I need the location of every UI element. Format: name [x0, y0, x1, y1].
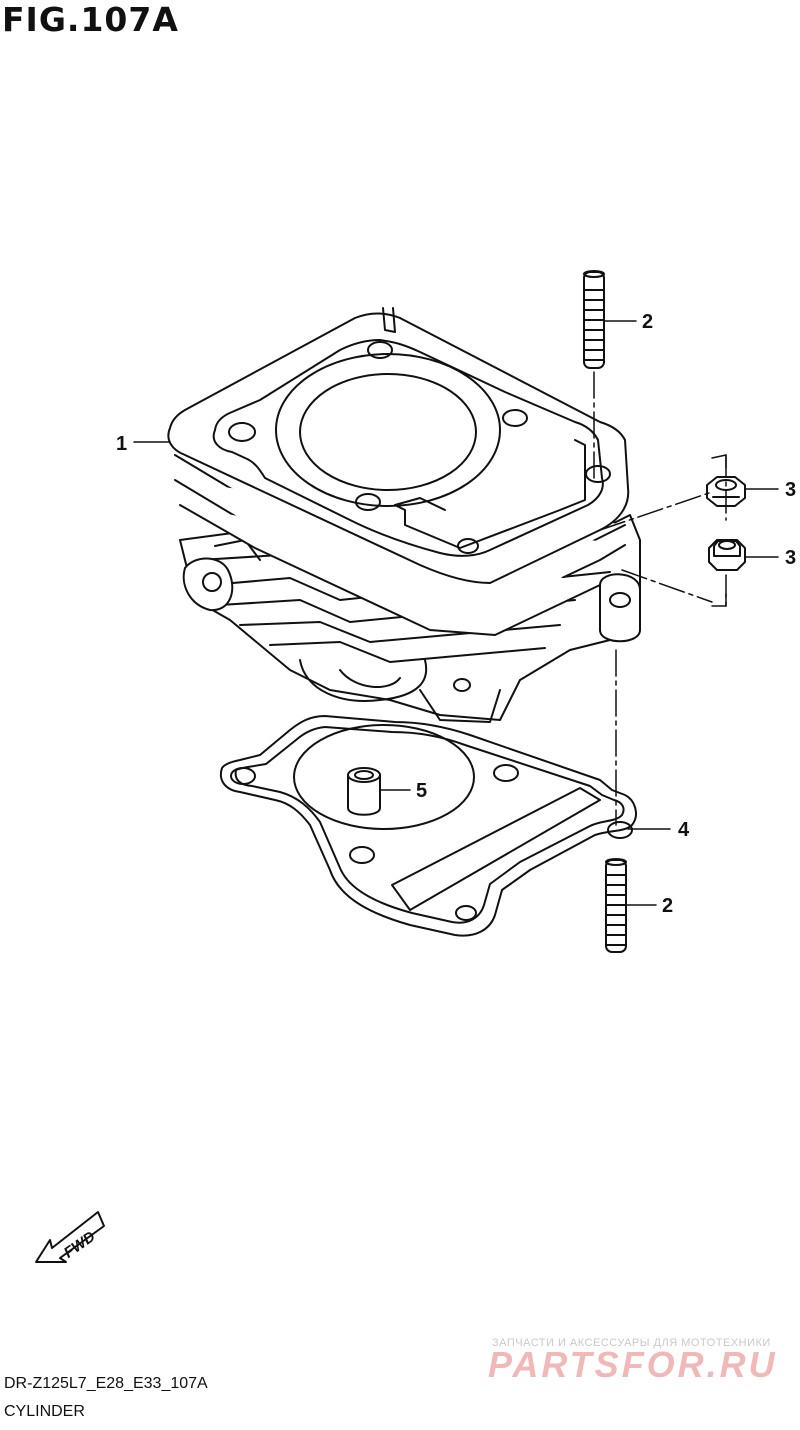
diagram-name: CYLINDER [4, 1403, 85, 1420]
diagram-code: DR-Z125L7_E28_E33_107A [4, 1375, 208, 1392]
cylinder-part[interactable] [167, 307, 641, 723]
nut-bracket [711, 454, 727, 607]
callout-3-upper: 3 [785, 479, 796, 501]
leader-lines [133, 320, 779, 906]
callout-2-upper: 2 [642, 311, 653, 333]
assembly-lines [593, 371, 713, 826]
cylinder-base-gasket-part[interactable] [220, 715, 637, 937]
stud-bolt-lower-part[interactable] [605, 858, 627, 953]
callout-1: 1 [116, 433, 127, 455]
callout-3-lower: 3 [785, 547, 796, 569]
figure-title: FIG.107A [2, 0, 179, 39]
fwd-arrow-icon: FWD [35, 1211, 105, 1263]
watermark-brand: PARTSFOR.RU [488, 1344, 778, 1385]
watermark-tagline: ЗАПЧАСТИ И АКСЕССУАРЫ ДЛЯ МОТОТЕХНИКИ [492, 1337, 771, 1349]
callout-2-lower: 2 [662, 895, 673, 917]
callout-5: 5 [416, 780, 427, 802]
nut-lower-part[interactable] [708, 539, 746, 571]
stud-bolt-upper-part[interactable] [583, 270, 605, 369]
dowel-pin-part[interactable] [347, 767, 381, 816]
callout-4: 4 [678, 819, 690, 841]
